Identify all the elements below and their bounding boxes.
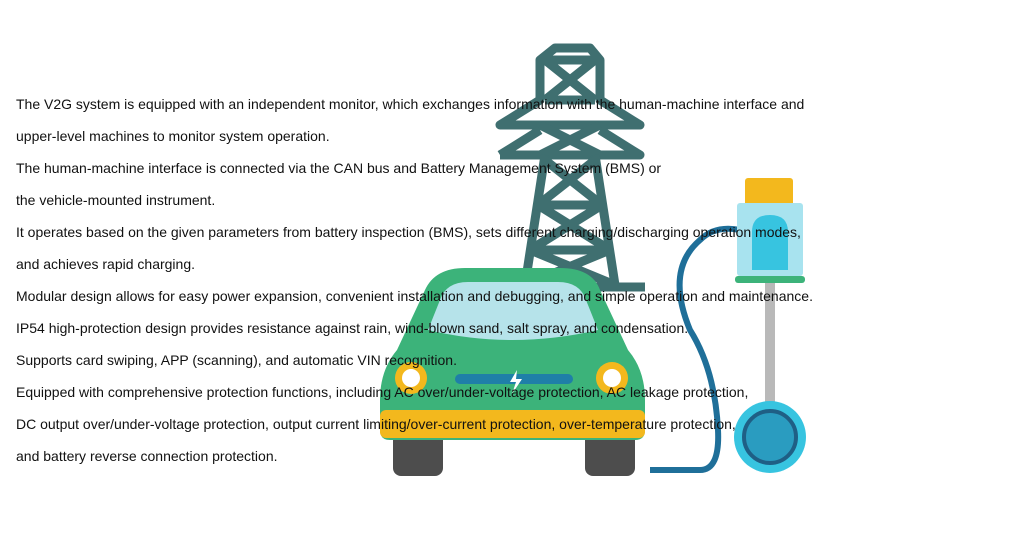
text-line: Equipped with comprehensive protection f… <box>16 384 749 400</box>
text-line: and achieves rapid charging. <box>16 256 196 272</box>
text-line: the vehicle-mounted instrument. <box>16 192 216 208</box>
text-line: Supports card swiping, APP (scanning), a… <box>16 352 457 368</box>
charging-station-icon <box>650 178 806 473</box>
text-line: and battery reverse connection protectio… <box>16 448 278 464</box>
text-line: Modular design allows for easy power exp… <box>16 288 813 304</box>
electric-car-icon <box>380 268 645 476</box>
text-line: upper-level machines to monitor system o… <box>16 128 330 144</box>
text-line: IP54 high-protection design provides res… <box>16 320 689 336</box>
text-line: The human-machine interface is connected… <box>16 160 662 176</box>
text-line: It operates based on the given parameter… <box>16 224 801 240</box>
text-line: The V2G system is equipped with an indep… <box>16 96 805 112</box>
text-line: DC output over/under-voltage protection,… <box>16 416 736 432</box>
feature-text: The V2G system is equipped with an indep… <box>16 95 813 479</box>
